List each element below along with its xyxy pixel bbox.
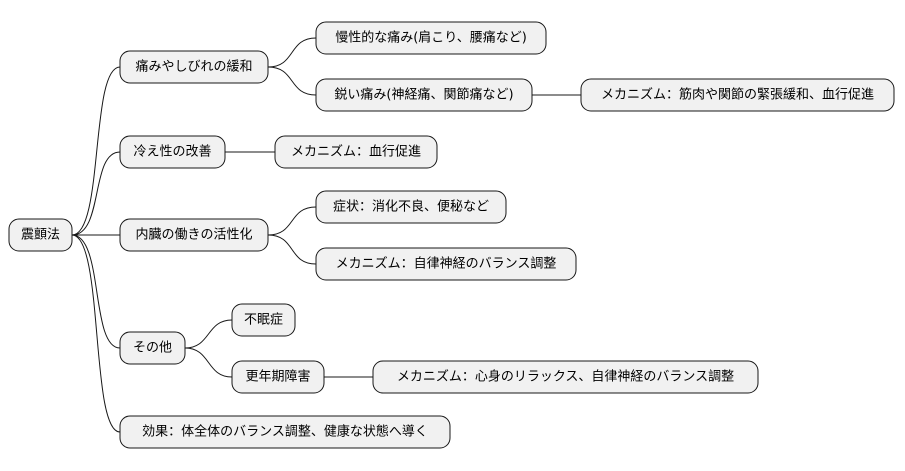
root-node-label: 震顫法 bbox=[21, 227, 60, 243]
edges-level-3 bbox=[324, 94, 581, 378]
node-organ-mechanism-label: メカニズム：自律神経のバランス調整 bbox=[336, 256, 557, 272]
branch-overall-effect-label: 効果：体全体のバランス調整、健康な状態へ導く bbox=[142, 424, 428, 440]
node-sharp-pain-mechanism: メカニズム：筋肉や関節の緊張緩和、血行促進 bbox=[580, 78, 895, 112]
edge-organ-activation-to-mechanism bbox=[267, 234, 317, 265]
node-cold-mechanism: メカニズム：血行促進 bbox=[274, 135, 438, 169]
branch-other-label: その他 bbox=[133, 341, 172, 356]
edge-organ-activation-to-symptoms bbox=[267, 206, 317, 236]
edges-level-2 bbox=[184, 37, 317, 378]
node-insomnia-label: 不眠症 bbox=[244, 313, 283, 328]
branch-overall-effect: 効果：体全体のバランス調整、健康な状態へ導く bbox=[119, 415, 451, 449]
edge-root-to-other bbox=[71, 234, 121, 349]
branch-pain-relief: 痛みやしびれの緩和 bbox=[119, 50, 269, 84]
edge-root-to-cold-sensitivity bbox=[71, 151, 121, 236]
edges-root bbox=[71, 66, 121, 433]
node-digestive-symptoms: 症状：消化不良、便秘など bbox=[315, 190, 507, 224]
edge-other-to-menopause bbox=[184, 347, 233, 378]
node-sharp-pain-mechanism-label: メカニズム：筋肉や関節の緊張緩和、血行促進 bbox=[601, 87, 874, 103]
edge-pain-relief-to-sharp-pain bbox=[267, 66, 317, 96]
node-menopause-mechanism: メカニズム：心身のリラックス、自律神経のバランス調整 bbox=[372, 360, 759, 394]
branch-organ-activation: 内臓の働きの活性化 bbox=[119, 218, 269, 252]
branch-organ-activation-label: 内臓の働きの活性化 bbox=[135, 227, 252, 243]
node-sharp-pain-label: 鋭い痛み(神経痛、関節痛など) bbox=[334, 87, 513, 103]
node-digestive-symptoms-label: 症状：消化不良、便秘など bbox=[333, 199, 489, 215]
branch-other: その他 bbox=[119, 331, 186, 365]
node-chronic-pain: 慢性的な痛み(肩こり、腰痛など) bbox=[315, 21, 547, 55]
node-sharp-pain: 鋭い痛み(神経痛、関節痛など) bbox=[315, 78, 533, 112]
branch-cold-sensitivity: 冷え性の改善 bbox=[119, 135, 226, 169]
node-chronic-pain-label: 慢性的な痛み(肩こり、腰痛など) bbox=[335, 30, 527, 46]
branch-cold-sensitivity-label: 冷え性の改善 bbox=[133, 144, 211, 160]
edge-root-to-overall-effect bbox=[71, 234, 121, 433]
node-menopause-mechanism-label: メカニズム：心身のリラックス、自律神経のバランス調整 bbox=[397, 369, 734, 385]
branch-pain-relief-label: 痛みやしびれの緩和 bbox=[135, 59, 252, 75]
node-insomnia: 不眠症 bbox=[231, 303, 296, 337]
edge-root-to-pain-relief bbox=[71, 66, 121, 236]
node-cold-mechanism-label: メカニズム：血行促進 bbox=[291, 144, 421, 160]
node-menopause-label: 更年期障害 bbox=[245, 369, 310, 385]
edge-pain-relief-to-chronic-pain bbox=[267, 37, 317, 68]
node-menopause: 更年期障害 bbox=[231, 360, 325, 394]
node-organ-mechanism: メカニズム：自律神経のバランス調整 bbox=[315, 247, 577, 281]
edge-other-to-insomnia bbox=[184, 319, 233, 349]
root-node: 震顫法 bbox=[8, 218, 73, 252]
